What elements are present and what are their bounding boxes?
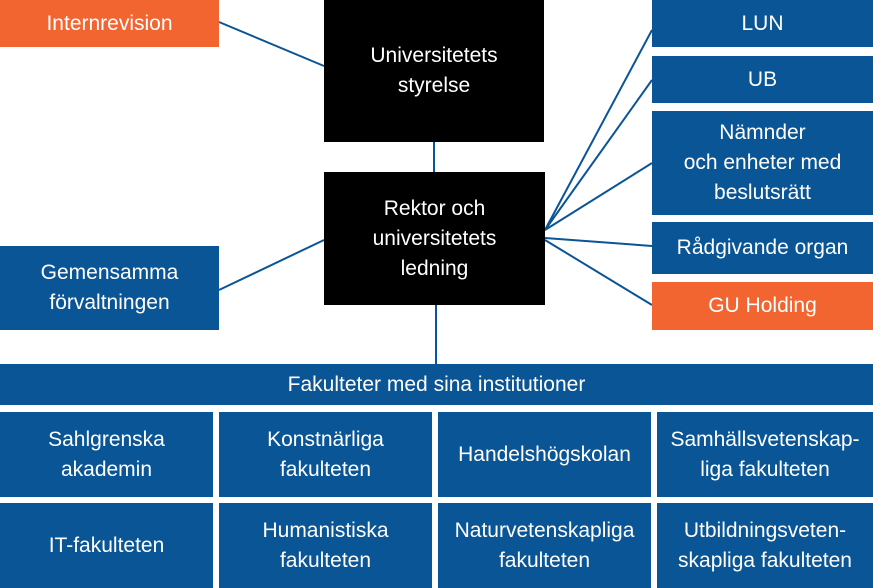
faculties-header: Fakulteter med sina institutioner [0, 364, 873, 405]
radgivande-box: Rådgivande organ [652, 222, 873, 274]
line-rector-radgivande [544, 237, 653, 247]
admin-box: Gemensamma förvaltningen [0, 246, 219, 330]
faculty-cell: Samhällsvetenskap- liga fakulteten [657, 412, 873, 497]
lun-box: LUN [652, 0, 873, 47]
faculty-label: Samhällsvetenskap- liga fakulteten [670, 427, 860, 481]
namnder-box: Nämnder och enheter med beslutsrätt [652, 111, 873, 215]
faculty-cell: IT-fakulteten [0, 503, 213, 588]
holding-box: GU Holding [652, 282, 873, 330]
faculty-label: Konstnärliga fakulteten [267, 427, 384, 481]
line-rector-ub [544, 79, 653, 231]
line-audit-board [218, 21, 325, 67]
radgivande-label: Rådgivande organ [676, 236, 849, 259]
faculty-label: Handelshögskolan [458, 442, 631, 466]
internal-audit-label: Internrevision [46, 11, 173, 35]
faculty-label: Utbildningsveten- skapliga fakulteten [678, 518, 852, 572]
faculty-cell: Handelshögskolan [438, 412, 651, 497]
rector-box: Rektor och universitetets ledning [324, 172, 545, 305]
internal-audit-box: Internrevision [0, 0, 219, 47]
line-rector-admin [218, 239, 325, 291]
ub-label: UB [747, 67, 778, 91]
line-rector-namnder [544, 162, 653, 231]
faculty-label: IT-fakulteten [48, 533, 165, 557]
line-rector-lun [544, 29, 653, 231]
faculties-header-label: Fakulteter med sina institutioner [287, 372, 586, 396]
faculty-cell: Utbildningsveten- skapliga fakulteten [657, 503, 873, 588]
lun-label: LUN [741, 11, 784, 35]
namnder-label: Nämnder och enheter med beslutsrätt [683, 121, 842, 204]
board-label: Universitetets styrelse [370, 44, 498, 97]
faculty-cell: Naturvetenskapliga fakulteten [438, 503, 651, 588]
rector-label: Rektor och universitetets ledning [372, 196, 497, 280]
faculty-label: Naturvetenskapliga fakulteten [454, 518, 635, 572]
holding-label: GU Holding [708, 294, 817, 317]
admin-label: Gemensamma förvaltningen [40, 261, 179, 314]
board-box: Universitetets styrelse [324, 0, 544, 142]
faculty-label: Sahlgrenska akademin [48, 427, 165, 481]
faculty-cell: Sahlgrenska akademin [0, 412, 213, 497]
faculty-cell: Konstnärliga fakulteten [219, 412, 432, 497]
faculty-label: Humanistiska fakulteten [262, 518, 389, 572]
faculty-cell: Humanistiska fakulteten [219, 503, 432, 588]
ub-box: UB [652, 56, 873, 103]
line-rector-holding [544, 239, 653, 306]
